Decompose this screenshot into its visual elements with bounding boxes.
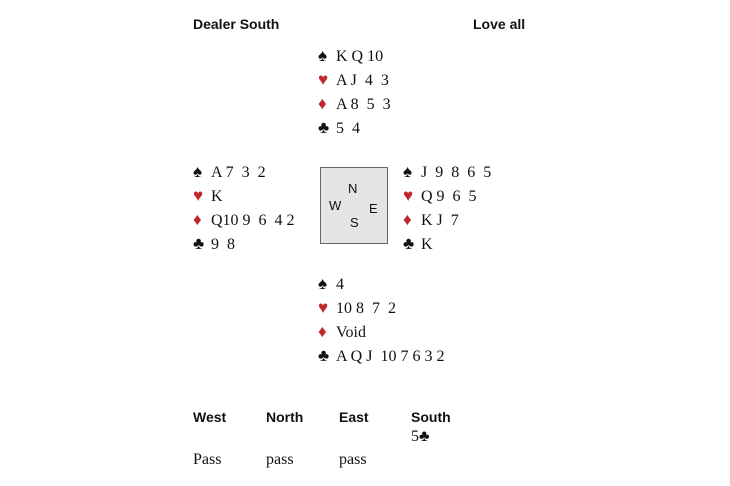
north-hearts: A J 4 3: [336, 72, 389, 89]
west-hearts: K: [211, 188, 223, 205]
east-spades: J 9 8 6 5: [421, 164, 492, 181]
east-hearts: Q 9 6 5: [421, 188, 477, 205]
dealer-label: Dealer South: [193, 16, 280, 32]
north-spades: K Q 10: [336, 48, 384, 65]
club-icon: ♣: [318, 118, 330, 137]
east-hand: ♠ J 9 8 6 5 ♥ Q 9 6 5 ♦ K J 7 ♣ K: [403, 160, 491, 256]
spade-icon: ♠: [193, 162, 203, 181]
south-hearts: 10 8 7 2: [336, 300, 396, 317]
compass-south: S: [350, 215, 359, 230]
club-icon: ♣: [318, 346, 330, 365]
auction-header-east: East: [339, 409, 369, 425]
north-clubs: 5 4: [336, 120, 360, 137]
club-icon: ♣: [193, 234, 205, 253]
west-spades: A 7 3 2: [211, 164, 266, 181]
west-call: Pass: [193, 451, 222, 468]
east-call: pass: [339, 451, 367, 468]
compass-west: W: [329, 198, 342, 213]
spade-icon: ♠: [403, 162, 413, 181]
spade-icon: ♠: [318, 274, 328, 293]
west-clubs: 9 8: [211, 236, 235, 253]
auction-header-north: North: [266, 409, 304, 425]
west-hand: ♠ A 7 3 2 ♥ K ♦ Q10 9 6 4 2 ♣ 9 8: [193, 160, 295, 256]
south-hand: ♠ 4 ♥ 10 8 7 2 ♦ Void ♣ A Q J 10 7 6 3 2: [318, 272, 444, 368]
east-diamonds: K J 7: [421, 212, 459, 229]
compass-east: E: [369, 201, 378, 216]
compass-box: N W E S: [320, 167, 388, 244]
auction-header-west: West: [193, 409, 227, 425]
north-diamonds: A 8 5 3: [336, 96, 391, 113]
west-diamonds: Q10 9 6 4 2: [211, 212, 295, 229]
north-hand: ♠ K Q 10 ♥ A J 4 3 ♦ A 8 5 3 ♣ 5 4: [318, 44, 391, 140]
south-clubs: A Q J 10 7 6 3 2: [336, 348, 445, 365]
east-clubs: K: [421, 236, 433, 253]
heart-icon: ♥: [318, 298, 329, 317]
heart-icon: ♥: [403, 186, 414, 205]
vulnerability-label: Love all: [473, 16, 526, 32]
south-diamonds: Void: [336, 324, 366, 341]
bid-level: 5: [411, 428, 419, 445]
heart-icon: ♥: [318, 70, 329, 89]
club-icon: ♣: [403, 234, 415, 253]
club-icon: ♣: [419, 428, 430, 445]
spade-icon: ♠: [318, 46, 328, 65]
compass-north: N: [348, 181, 358, 196]
south-spades: 4: [336, 276, 344, 293]
south-bid: 5♣: [411, 428, 430, 446]
heart-icon: ♥: [193, 186, 204, 205]
diamond-icon: ♦: [318, 94, 327, 113]
diamond-icon: ♦: [318, 322, 327, 341]
north-call: pass: [266, 451, 294, 468]
diamond-icon: ♦: [403, 210, 412, 229]
auction-header-south: South: [411, 409, 451, 425]
diamond-icon: ♦: [193, 210, 202, 229]
